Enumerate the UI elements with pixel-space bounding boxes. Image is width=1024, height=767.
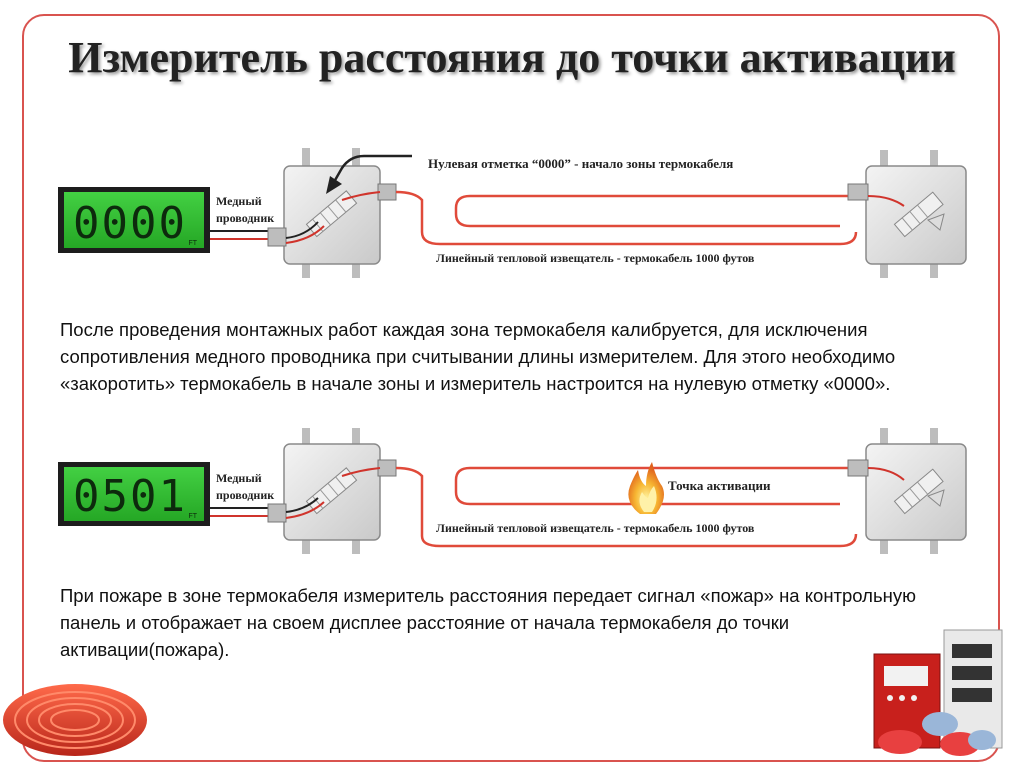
control-panels-image — [873, 629, 1003, 756]
distance-meter-display: 0000 FT — [58, 187, 210, 253]
display-unit: FT — [188, 513, 197, 520]
display-readout: 0501 — [73, 471, 187, 522]
fire-alarm-description: При пожаре в зоне термокабеля измеритель… — [60, 585, 916, 660]
fire-icon — [628, 462, 664, 514]
slide-title: Измеритель расстояния до точки активации — [68, 33, 956, 82]
copper-wire-label-2: проводник — [216, 488, 274, 502]
activation-point-label: Точка активации — [668, 478, 771, 493]
diagram-zero-calibration: 0000 FT Медный проводник — [58, 148, 967, 278]
copper-wire-label-1: Медный — [216, 194, 262, 208]
display-readout: 0000 — [73, 198, 187, 249]
heat-cable-inner — [454, 466, 856, 506]
heat-cable-outer — [395, 466, 858, 548]
calibration-description: После проведения монтажных работ каждая … — [60, 319, 896, 394]
junction-box-start — [267, 148, 397, 278]
junction-box-end — [847, 428, 967, 554]
distance-meter-display: 0501 FT — [58, 462, 210, 526]
heat-cable-inner — [454, 194, 856, 228]
diagram-activation-point: 0501 FT Медный проводник — [58, 428, 967, 554]
junction-box-start — [267, 428, 397, 554]
display-unit: FT — [188, 240, 197, 247]
slide-frame — [22, 14, 1000, 762]
cable-spool-image — [3, 684, 147, 756]
heat-cable-label: Линейный тепловой извещатель - термокабе… — [436, 521, 755, 535]
junction-box-end — [847, 150, 967, 278]
zero-mark-label: Нулевая отметка “0000” - начало зоны тер… — [428, 156, 733, 171]
heat-cable-outer — [395, 190, 858, 246]
copper-wire-label-1: Медный — [216, 471, 262, 485]
heat-cable-label: Линейный тепловой извещатель - термокабе… — [436, 251, 755, 265]
zero-mark-arrow — [332, 154, 412, 183]
copper-wire-label-2: проводник — [216, 211, 274, 225]
